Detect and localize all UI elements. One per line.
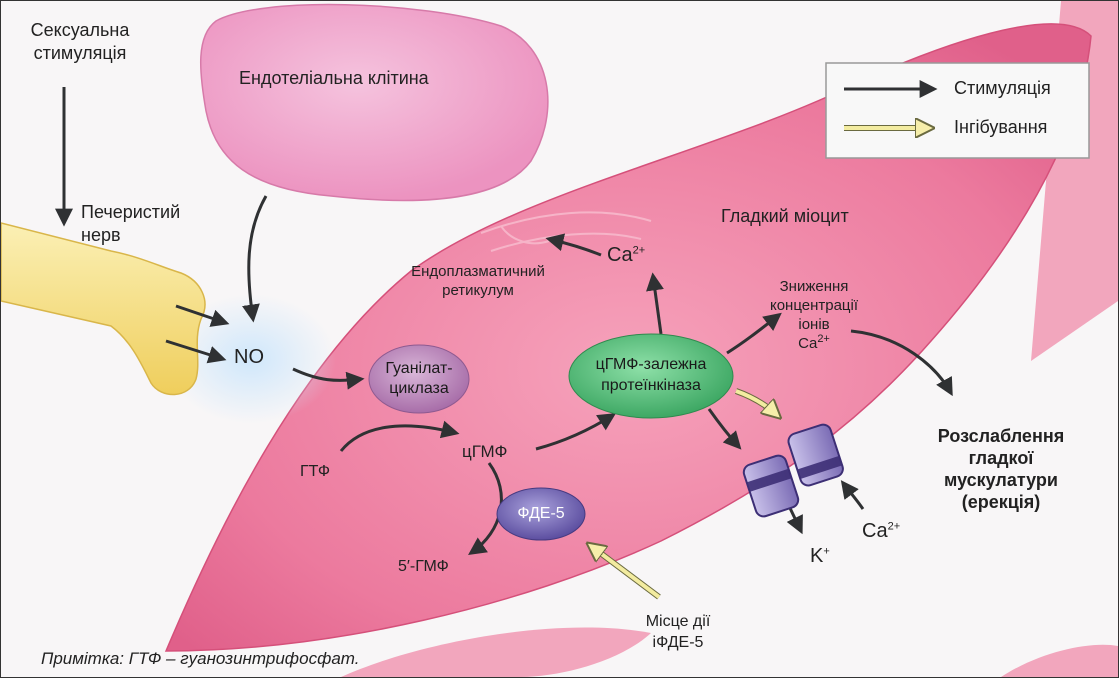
cavernous-nerve [1, 222, 206, 396]
arrow-pkg-to-ca-channel [735, 389, 777, 415]
pde5-label: ФДЕ-5 [517, 505, 565, 522]
arrow-ca-to-er [545, 233, 602, 257]
legend-box [825, 62, 1090, 159]
arrow-nerve-to-no-1 [175, 304, 230, 327]
arrow-cgmp-to-pkg [535, 413, 617, 451]
guanylate-cyclase-enzyme [368, 344, 470, 414]
endoplasmic-reticulum-shape [480, 211, 652, 252]
pkg-label: цГМФ-залежна протеїнкіназа [595, 356, 707, 394]
arrow-endothelial-to-no [242, 195, 268, 323]
arrow-no-to-gc [292, 367, 365, 390]
background-cell-right [1031, 1, 1118, 361]
footnote: Примітка: ГТФ – гуанозинтрифосфат. [41, 649, 360, 668]
background-cell-bottom-right [1001, 644, 1118, 677]
arrow-pkg-to-k-channel [707, 408, 742, 450]
potassium-channel [742, 454, 800, 518]
background-cell-bottom [341, 627, 651, 677]
arrow-k-out [786, 505, 803, 535]
ipde5-site-label: Місце дії iФДЕ-5 [645, 613, 711, 651]
calcium-channel [787, 423, 844, 487]
legend-stimulation-label: Стимуляція [954, 78, 1051, 98]
ca-er-label: Ca2+ [607, 244, 646, 266]
arrow-pkg-to-ca-up [646, 272, 664, 335]
no-glow [166, 294, 336, 424]
relaxation-label: Розслаблення гладкої мускулатури (ерекці… [937, 426, 1065, 512]
5-gmp-label: 5′-ГМФ [398, 558, 449, 575]
stimulation-arrows [55, 87, 953, 556]
gtp-label: ГТФ [300, 463, 331, 480]
guanylate-cyclase-label: Гуанілат- циклаза [385, 360, 453, 397]
smooth-myocyte-label: Гладкий міоцит [721, 206, 849, 226]
sexual-stimulation-label: Сексуальна стимуляція [30, 20, 130, 63]
legend-inhibition-label: Інгібування [954, 117, 1048, 137]
reduced-ca-label: Зниження концентрації іонів Ca2+ [769, 278, 859, 352]
no-label: NO [234, 346, 264, 368]
ca-channel-label: Ca2+ [862, 520, 901, 542]
endothelial-cell-label: Ендотеліальна клітина [239, 68, 429, 88]
arrow-nerve-to-no-2 [165, 339, 227, 364]
pde5-enzyme [496, 487, 586, 541]
arrow-ca-in [840, 480, 865, 510]
inhibition-arrows [591, 388, 777, 600]
arrow-gtp-to-cgmp [339, 420, 460, 452]
cavernous-nerve-label: Печеристий нерв [81, 202, 181, 245]
er-label: Ендоплазматичний ретикулум [411, 263, 545, 299]
k-ion-label: K+ [810, 545, 830, 567]
pkg-enzyme [568, 333, 734, 419]
arrow-ipde5-to-pde5 [591, 546, 661, 599]
endothelial-cell [199, 3, 549, 202]
arrow-reduced-ca-to-relaxation [850, 329, 953, 397]
arrow-pkg-to-reduced-ca [726, 312, 782, 355]
cgmp-label: цГМФ [462, 442, 508, 461]
